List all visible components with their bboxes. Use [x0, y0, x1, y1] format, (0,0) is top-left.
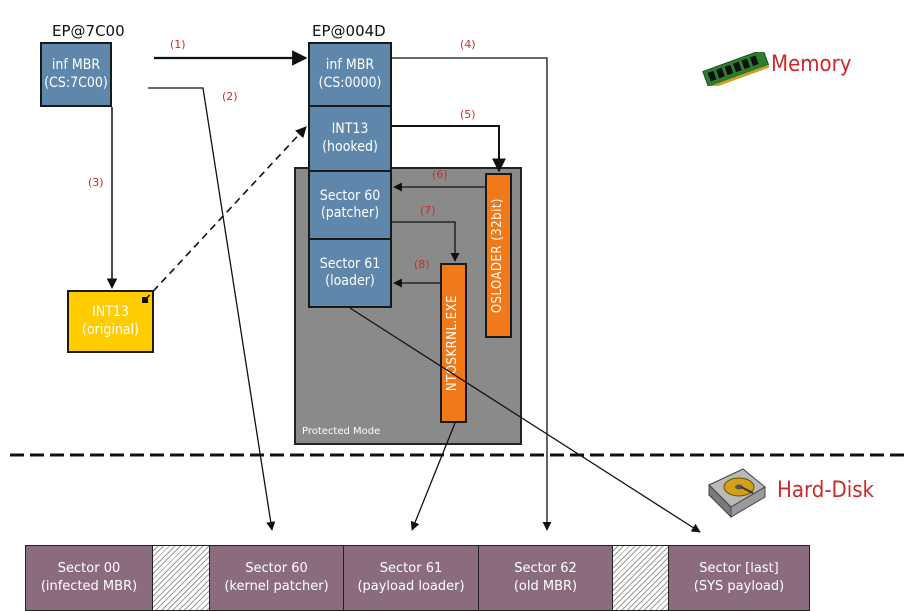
arrow-step-7	[392, 222, 455, 261]
arrow-step-4	[392, 58, 547, 530]
disk-sector-61: Sector 61 (payload loader)	[343, 545, 479, 611]
disk-sector-00: Sector 00 (infected MBR)	[25, 545, 153, 611]
arrow-ntoskrnl-to-disk	[412, 423, 455, 530]
arrow-loader-to-payload	[350, 308, 700, 532]
step-5-label: (5)	[460, 108, 476, 121]
disk-sector-62: Sector 62 (old MBR)	[478, 545, 613, 611]
arrow-step-2	[148, 88, 272, 530]
disk-sector-last: Sector [last] (SYS payload)	[668, 545, 810, 611]
arrow-step-5	[392, 126, 499, 171]
hard-disk-label: Hard-Disk	[777, 478, 874, 503]
step-7-label: (7)	[420, 204, 436, 217]
sector-line2: (old MBR)	[479, 578, 612, 596]
step-6-label: (6)	[432, 168, 448, 181]
step-4-label: (4)	[460, 38, 476, 51]
hard-disk-icon	[703, 463, 767, 521]
sector-line1: Sector 62	[479, 560, 612, 578]
sector-line1: Sector 60	[210, 560, 343, 578]
ram-module-icon	[700, 52, 772, 86]
disk-gap-hatched	[612, 545, 669, 611]
step-8-label: (8)	[414, 258, 430, 271]
step-2-label: (2)	[222, 90, 238, 103]
disk-gap-hatched	[152, 545, 210, 611]
sector-line1: Sector [last]	[669, 560, 809, 578]
memory-label: Memory	[771, 52, 852, 77]
arrow-hook-dashed	[145, 127, 306, 300]
step-1-label: (1)	[170, 38, 186, 51]
sector-line2: (infected MBR)	[26, 578, 152, 596]
sector-line1: Sector 61	[344, 560, 478, 578]
sector-line2: (payload loader)	[344, 578, 478, 596]
sector-line2: (SYS payload)	[669, 578, 809, 596]
sector-line2: (kernel patcher)	[210, 578, 343, 596]
sector-line1: Sector 00	[26, 560, 152, 578]
disk-sector-60: Sector 60 (kernel patcher)	[209, 545, 344, 611]
hook-origin-marker	[142, 297, 148, 303]
step-3-label: (3)	[88, 176, 104, 189]
